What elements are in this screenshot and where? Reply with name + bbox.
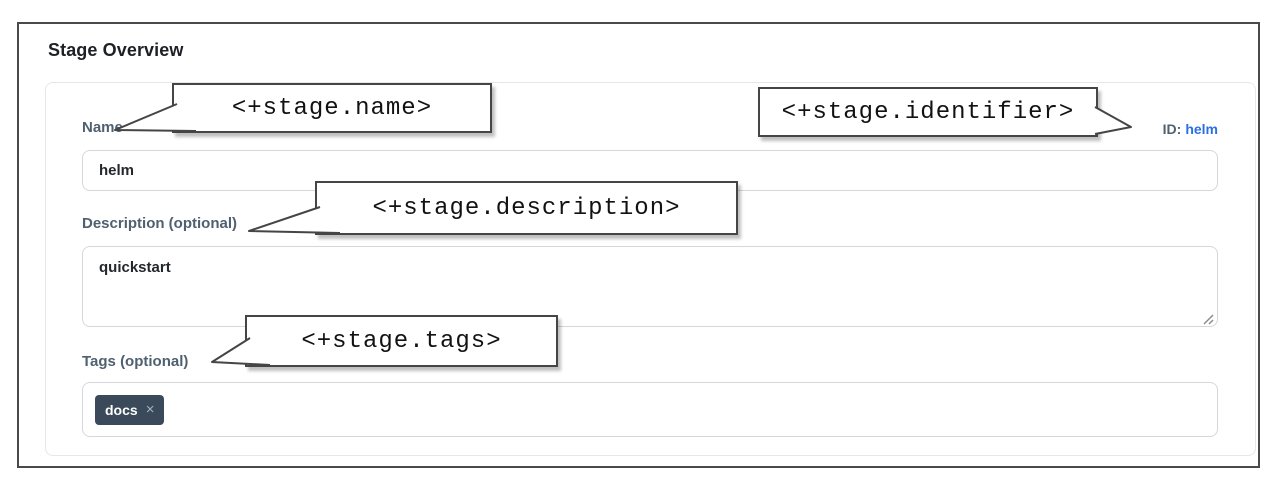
name-label: Name [82, 119, 123, 136]
callout-stage-tags-text: <+stage.tags> [301, 327, 502, 355]
description-textarea[interactable]: quickstart [82, 246, 1218, 327]
tag-chip: docs × [95, 394, 165, 425]
tag-chip-label: docs [105, 401, 138, 418]
callout-stage-identifier-text: <+stage.identifier> [781, 98, 1075, 126]
callout-stage-name-text: <+stage.name> [231, 94, 433, 122]
id-prefix-label: ID: [1162, 121, 1182, 137]
callout-stage-description-text: <+stage.description> [372, 194, 681, 222]
tags-label: Tags (optional) [82, 353, 189, 370]
tags-input[interactable]: docs × [82, 382, 1218, 437]
callout-stage-tags: <+stage.tags> [245, 315, 558, 367]
callout-stage-identifier: <+stage.identifier> [758, 87, 1098, 137]
tag-remove-icon[interactable]: × [145, 401, 155, 418]
callout-stage-description: <+stage.description> [315, 181, 738, 235]
callout-stage-name: <+stage.name> [172, 83, 492, 133]
resize-handle-icon[interactable] [1201, 312, 1214, 325]
stage-id-readout: ID:helm [1163, 119, 1218, 139]
page-title: Stage Overview [48, 40, 184, 60]
id-value: helm [1185, 121, 1218, 137]
description-label: Description (optional) [82, 215, 237, 232]
